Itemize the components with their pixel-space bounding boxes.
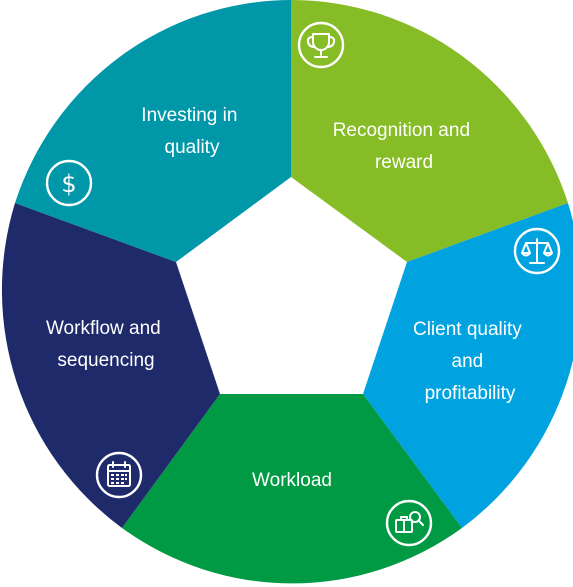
segment-client-quality-label: Client quality and profitability xyxy=(413,319,527,404)
segment-workload-label: Workload xyxy=(252,470,332,491)
scales-icon xyxy=(513,227,561,275)
calendar-icon xyxy=(95,451,143,499)
segment-recognition: Recognition and reward xyxy=(291,0,568,262)
briefcase-search-icon xyxy=(385,499,433,547)
segment-investing-label: Investing in quality xyxy=(141,105,242,158)
trophy-icon xyxy=(297,21,345,69)
segment-workflow-shape xyxy=(1,203,221,528)
segment-workload: Workload xyxy=(122,394,462,584)
segment-investing: Investing in quality xyxy=(15,0,291,262)
segment-client-quality: Client quality and profitability xyxy=(363,203,573,528)
dollar-icon: $ xyxy=(45,159,93,207)
segment-recognition-shape xyxy=(291,0,568,262)
segment-workflow: Workflow and sequencing xyxy=(1,203,221,528)
segment-workload-shape xyxy=(122,394,462,584)
segment-client-quality-shape xyxy=(363,203,573,528)
segment-investing-shape xyxy=(15,0,291,262)
dollar-glyph: $ xyxy=(61,170,76,198)
segment-workflow-label: Workflow and sequencing xyxy=(46,318,166,371)
segment-recognition-label: Recognition and reward xyxy=(333,120,476,173)
